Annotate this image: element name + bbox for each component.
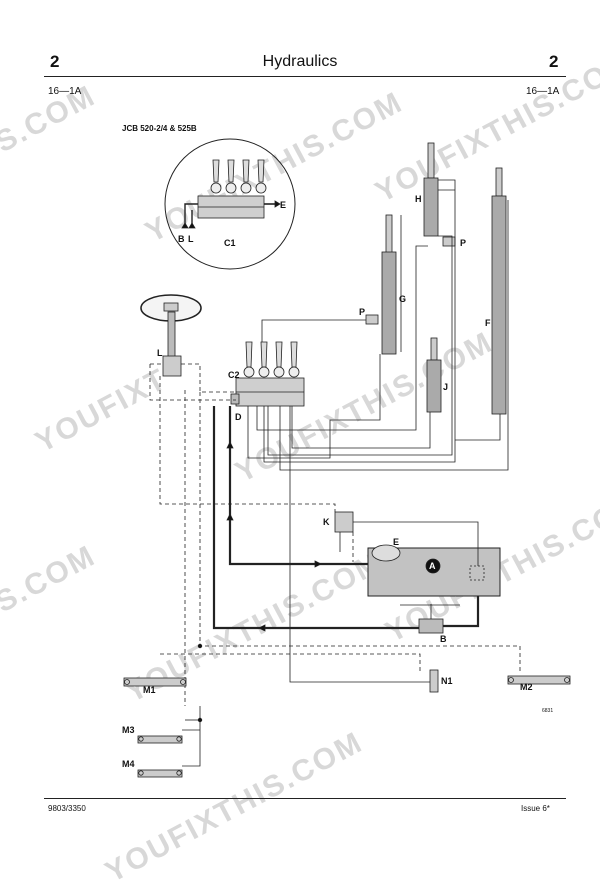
section-number-right: 16—1A — [526, 86, 560, 97]
label-m1: M1 — [143, 685, 156, 695]
c1-inset-circle — [164, 138, 296, 270]
valve-p-upper — [442, 236, 456, 247]
label-c2: C2 — [228, 370, 240, 380]
tank-filter-e — [371, 544, 401, 562]
c2-valve-levers — [243, 341, 300, 378]
footer-issue: Issue 6* — [521, 804, 550, 813]
label-j: J — [443, 382, 448, 392]
label-l-steer: L — [157, 348, 163, 358]
page-title: Hydraulics — [262, 53, 338, 70]
cylinder-m4 — [137, 769, 183, 778]
cylinder-f — [491, 167, 507, 415]
label-m3: M3 — [122, 725, 135, 735]
c1-valve-levers — [210, 159, 267, 194]
page-number-left: 2 — [50, 52, 60, 71]
label-m4: M4 — [122, 759, 135, 769]
cylinder-j — [426, 337, 442, 413]
cylinder-n1 — [429, 669, 439, 693]
label-n1: N1 — [441, 676, 453, 686]
section-number-left: 16—1A — [48, 86, 82, 97]
hydraulic-diagram: C1 B L E H G F J P P C2 D L K E A B N1 M… — [122, 138, 571, 778]
return-line — [212, 406, 419, 630]
cylinder-m1 — [123, 677, 187, 687]
header-rule — [44, 76, 566, 77]
model-caption: JCB 520-2/4 & 525B — [122, 124, 197, 133]
steering-column — [167, 311, 176, 359]
label-b: B — [178, 234, 185, 244]
label-c1: C1 — [224, 238, 236, 248]
pressure-line — [228, 406, 368, 566]
label-p-lower: P — [359, 307, 365, 317]
label-h: H — [415, 194, 422, 204]
label-p-upper: P — [460, 238, 466, 248]
label-k: K — [323, 517, 330, 527]
label-b-pump: B — [440, 634, 447, 644]
footer-doc-number: 9803/3350 — [48, 804, 86, 813]
footer-rule — [44, 798, 566, 799]
cylinder-h — [423, 142, 439, 237]
steering-unit-l — [162, 355, 182, 377]
label-g: G — [399, 294, 406, 304]
label-l: L — [188, 234, 194, 244]
label-e-tank: E — [393, 537, 399, 547]
cylinder-m3 — [137, 735, 183, 744]
page-number-right: 2 — [549, 52, 559, 71]
label-f: F — [485, 318, 491, 328]
label-m2: M2 — [520, 682, 533, 692]
valve-p-lower — [365, 314, 379, 325]
label-d: D — [235, 412, 242, 422]
label-a: A — [429, 561, 436, 571]
tank-label-circle — [425, 558, 441, 574]
figure-reference: 6831 — [542, 708, 553, 714]
label-e: E — [280, 200, 286, 210]
pump-b — [418, 618, 444, 634]
valve-k — [334, 511, 354, 533]
cylinder-g — [381, 214, 397, 355]
cylinder-m2 — [507, 675, 571, 685]
